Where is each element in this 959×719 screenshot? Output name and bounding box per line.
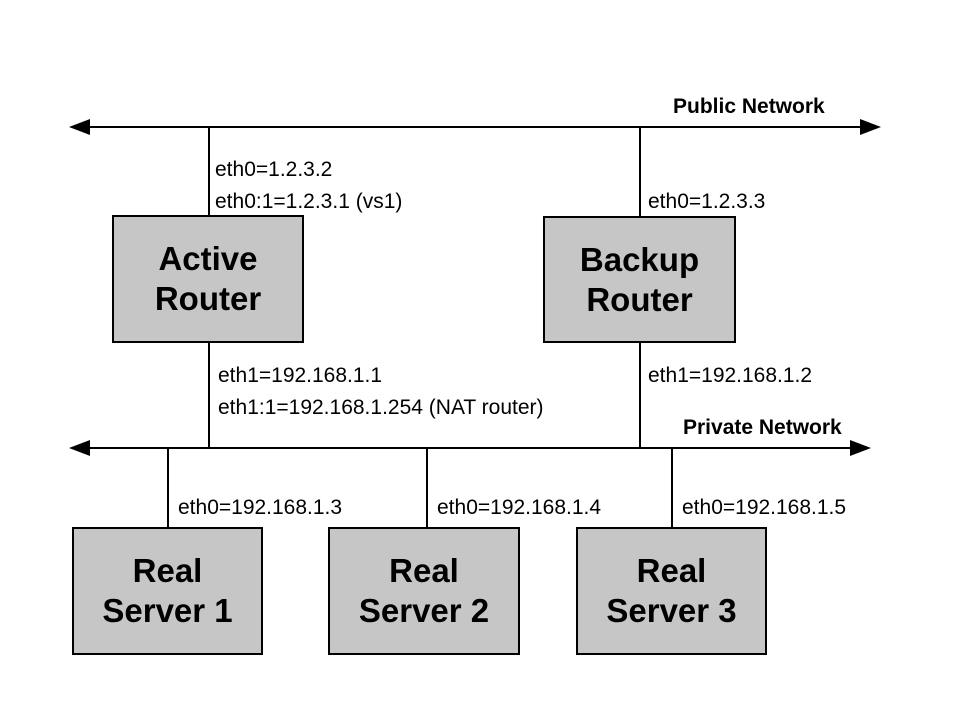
active-router-eth0-label: eth0=1.2.3.2 eth0:1=1.2.3.1 (vs1) bbox=[215, 154, 402, 218]
real-server-3-node-label: Real Server 3 bbox=[606, 552, 737, 629]
public-network-line bbox=[76, 126, 874, 128]
real-server-3-link-line bbox=[671, 448, 673, 527]
active-router-eth0-line1: eth0=1.2.3.2 bbox=[215, 158, 333, 181]
public-network-right-arrow-icon bbox=[860, 119, 881, 135]
backup-router-node: Backup Router bbox=[543, 216, 736, 343]
real-server-2-link-line bbox=[426, 448, 428, 527]
public-network-label: Public Network bbox=[673, 95, 825, 118]
backup-router-eth0-label: eth0=1.2.3.3 bbox=[648, 190, 766, 213]
backup-router-private-link-line bbox=[639, 343, 641, 448]
private-network-label: Private Network bbox=[683, 416, 842, 439]
active-router-public-link-line bbox=[208, 127, 210, 216]
private-network-left-arrow-icon bbox=[69, 440, 90, 456]
backup-router-node-label: Backup Router bbox=[579, 240, 700, 318]
real-server-2-node-label: Real Server 2 bbox=[358, 552, 490, 629]
real-server-2-node: Real Server 2 bbox=[328, 527, 520, 655]
active-router-private-link-line bbox=[208, 343, 210, 448]
real-server-3-node: Real Server 3 bbox=[576, 527, 767, 655]
active-router-node: Active Router bbox=[112, 215, 304, 343]
backup-router-public-link-line bbox=[639, 127, 641, 217]
real-server-1-link-line bbox=[167, 448, 169, 527]
real-server-1-node-label: Real Server 1 bbox=[102, 552, 233, 629]
real-server-1-node: Real Server 1 bbox=[72, 527, 263, 655]
real-server-1-eth0-label: eth0=192.168.1.3 bbox=[178, 496, 343, 519]
public-network-left-arrow-icon bbox=[69, 119, 90, 135]
private-network-right-arrow-icon bbox=[850, 440, 871, 456]
private-network-line bbox=[76, 447, 864, 449]
active-router-eth0-line2: eth0:1=1.2.3.1 (vs1) bbox=[215, 190, 403, 213]
backup-router-eth1-label: eth1=192.168.1.2 bbox=[648, 364, 813, 387]
active-router-eth1-line1: eth1=192.168.1.1 bbox=[218, 364, 383, 387]
active-router-eth1-label: eth1=192.168.1.1 eth1:1=192.168.1.254 (N… bbox=[218, 360, 544, 424]
real-server-3-eth0-label: eth0=192.168.1.5 bbox=[682, 496, 847, 519]
active-router-eth1-line2: eth1:1=192.168.1.254 (NAT router) bbox=[218, 396, 544, 419]
active-router-node-label: Active Router bbox=[154, 240, 262, 317]
real-server-2-eth0-label: eth0=192.168.1.4 bbox=[437, 496, 602, 519]
